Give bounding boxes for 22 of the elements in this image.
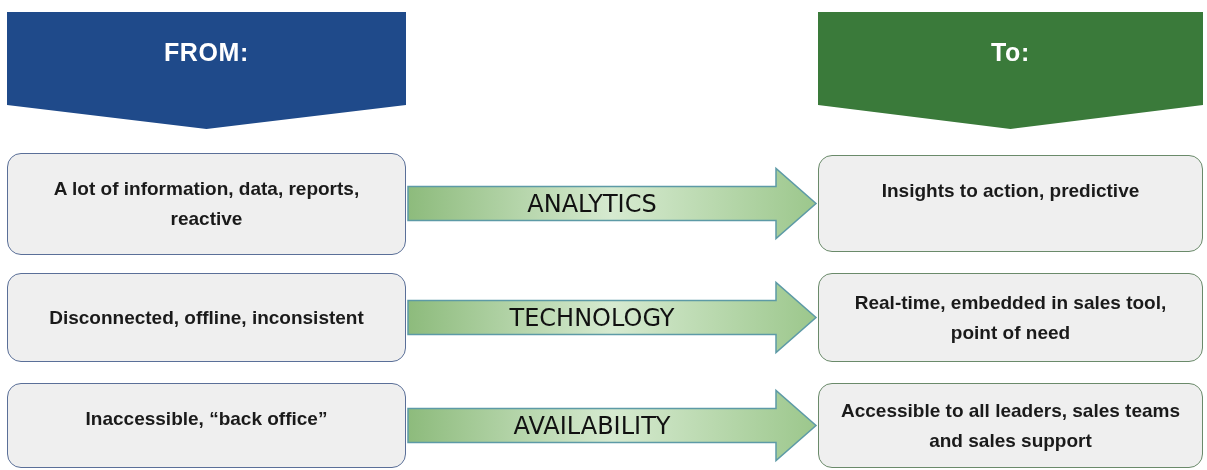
banner-chevron	[818, 12, 1203, 129]
box-text: Accessible to all leaders, sales teams and sales support	[840, 398, 1181, 453]
edge-label: ANALYTICS	[527, 188, 657, 220]
text-box	[7, 383, 406, 468]
edge-label: AVAILABILITY	[513, 410, 671, 442]
block-arrow	[407, 166, 818, 241]
block-arrow	[407, 280, 818, 355]
box-text: Disconnected, offline, inconsistent	[49, 305, 364, 330]
box-text: Insights to action, predictive	[881, 179, 1140, 203]
box-text: Inaccessible, “back office”	[85, 407, 328, 431]
edge-label: TECHNOLOGY	[509, 302, 675, 334]
text-box	[818, 383, 1203, 468]
box-text: Real-time, embedded in sales tool, point of need	[853, 290, 1168, 345]
column-heading: To:	[991, 37, 1030, 68]
box-text: A lot of information, data, reports, reactive	[52, 177, 361, 231]
text-box	[818, 155, 1203, 252]
text-box	[818, 273, 1203, 362]
column-heading: FROM:	[163, 37, 249, 68]
text-box	[7, 153, 406, 255]
banner-chevron	[7, 12, 406, 129]
text-box	[7, 273, 406, 362]
block-arrow	[407, 388, 818, 463]
